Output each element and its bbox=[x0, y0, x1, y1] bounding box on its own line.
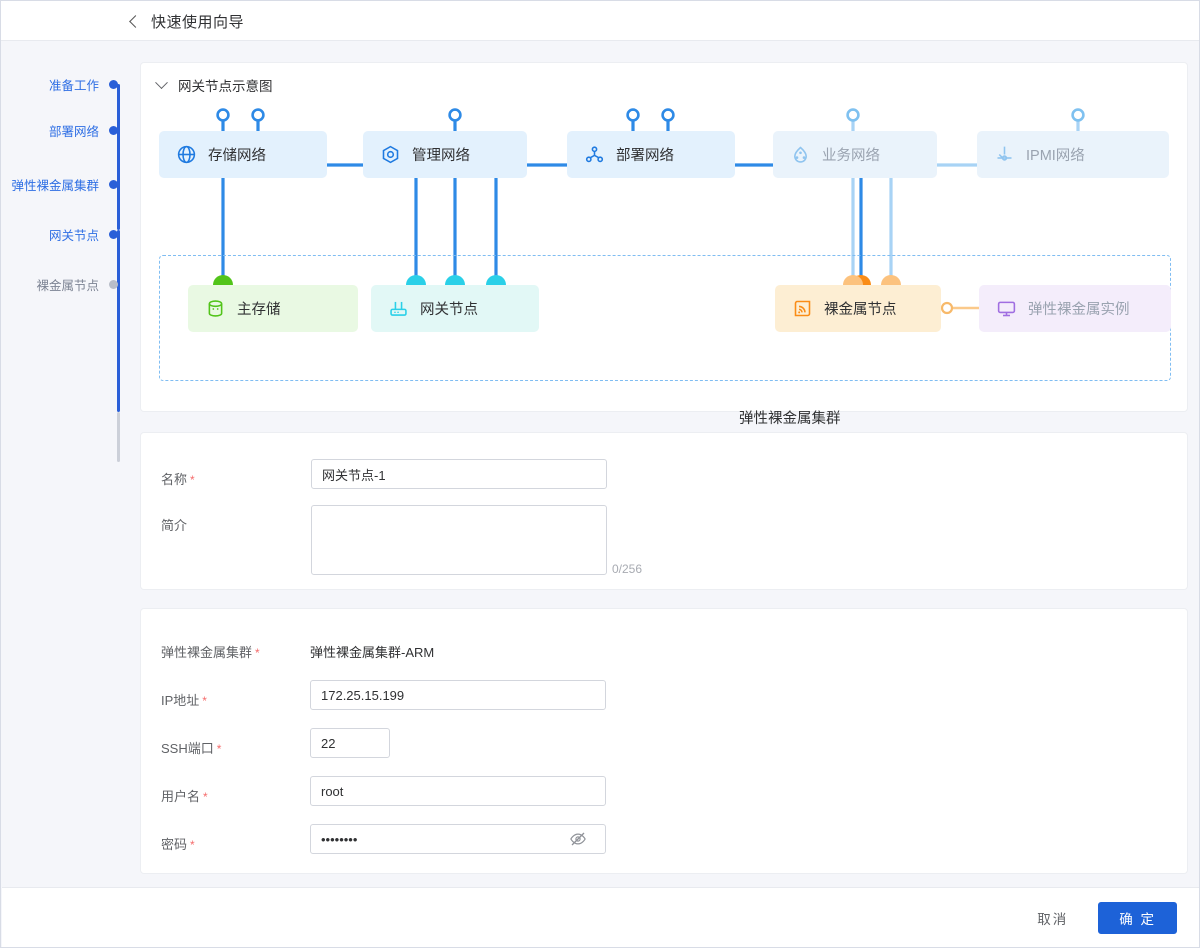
password-input[interactable] bbox=[310, 824, 606, 854]
page-header: 快速使用向导 bbox=[1, 1, 1199, 41]
target-icon bbox=[380, 144, 401, 165]
step-dot-icon bbox=[109, 79, 118, 89]
ssh-port-field-label: SSH端口* bbox=[161, 741, 222, 756]
diagram-panel: 网关节点示意图 bbox=[141, 63, 1187, 427]
required-marker: * bbox=[202, 694, 207, 708]
network-box-deploy[interactable]: 部署网络 bbox=[567, 131, 735, 178]
step-item-gateway-node[interactable]: 网关节点 bbox=[1, 224, 131, 244]
node-box-bare-metal[interactable]: 裸金属节点 bbox=[775, 285, 941, 332]
cancel-button[interactable]: 取消 bbox=[1023, 902, 1082, 934]
cluster-field-label: 弹性裸金属集群* bbox=[161, 645, 260, 660]
monitor-icon bbox=[996, 298, 1017, 319]
signal-icon bbox=[792, 298, 813, 319]
description-textarea[interactable] bbox=[311, 505, 607, 575]
cluster-value: 弹性裸金属集群-ARM bbox=[310, 645, 435, 660]
required-marker: * bbox=[216, 742, 222, 756]
ipmi-probe-icon bbox=[994, 144, 1015, 165]
step-dot-icon bbox=[109, 229, 118, 239]
network-label: 管理网络 bbox=[412, 148, 470, 164]
router-icon bbox=[388, 298, 409, 319]
node-box-primary-storage[interactable]: 主存储 bbox=[188, 285, 358, 332]
confirm-button[interactable]: 确 定 bbox=[1098, 901, 1177, 934]
page-title: 快速使用向导 bbox=[151, 13, 245, 31]
network-box-storage[interactable]: 存储网络 bbox=[159, 131, 327, 178]
node-label: 裸金属节点 bbox=[824, 302, 897, 318]
network-label: 部署网络 bbox=[616, 148, 674, 164]
node-label: 弹性裸金属实例 bbox=[1028, 302, 1130, 318]
connection-panel: 弹性裸金属集群* 弹性裸金属集群-ARM IP地址* SSH端口* 用户名* 密… bbox=[141, 609, 1187, 873]
back-button[interactable]: 快速使用向导 bbox=[129, 1, 245, 41]
description-field-label: 简介 bbox=[161, 518, 188, 533]
required-marker: * bbox=[190, 473, 195, 487]
diagram-collapse-toggle[interactable]: 网关节点示意图 bbox=[155, 75, 273, 95]
step-rail: 准备工作 部署网络 弹性裸金属集群 网关节点 裸金属节点 bbox=[1, 42, 131, 902]
description-char-counter: 0/256 bbox=[612, 562, 643, 576]
network-label: 业务网络 bbox=[822, 148, 880, 164]
step-item-bare-metal-cluster[interactable]: 弹性裸金属集群 bbox=[1, 174, 131, 194]
step-label: 准备工作 bbox=[48, 78, 99, 93]
step-connector-active-1 bbox=[117, 84, 120, 230]
share-nodes-icon bbox=[584, 144, 605, 165]
name-field-label: 名称* bbox=[161, 472, 195, 487]
network-label: 存储网络 bbox=[208, 148, 266, 164]
node-label: 网关节点 bbox=[420, 302, 478, 318]
cluster-caption: 弹性裸金属集群 bbox=[739, 411, 841, 427]
step-label: 裸金属节点 bbox=[36, 278, 99, 293]
required-marker: * bbox=[255, 646, 260, 660]
step-connector-active-2 bbox=[117, 230, 120, 412]
chevron-left-icon bbox=[129, 14, 142, 28]
node-box-bare-metal-instance[interactable]: 弹性裸金属实例 bbox=[979, 285, 1171, 332]
ssh-port-input[interactable] bbox=[310, 728, 390, 758]
step-item-deploy-network[interactable]: 部署网络 bbox=[1, 120, 131, 140]
username-input[interactable] bbox=[310, 776, 606, 806]
step-label: 部署网络 bbox=[48, 124, 99, 139]
dialog-footer: 取消 确 定 bbox=[2, 887, 1199, 947]
ip-field-label: IP地址* bbox=[161, 693, 207, 708]
step-label: 网关节点 bbox=[48, 228, 99, 243]
step-item-bare-metal-node[interactable]: 裸金属节点 bbox=[1, 274, 131, 294]
basic-info-panel: 名称* 简介 0/256 bbox=[141, 433, 1187, 589]
network-box-business[interactable]: 业务网络 bbox=[773, 131, 937, 178]
name-input[interactable] bbox=[311, 459, 607, 489]
required-marker: * bbox=[190, 838, 195, 852]
password-field-label: 密码* bbox=[161, 837, 195, 852]
eye-slash-icon[interactable] bbox=[569, 830, 587, 848]
username-field-label: 用户名* bbox=[161, 789, 208, 804]
globe-icon bbox=[176, 144, 197, 165]
diagram-title: 网关节点示意图 bbox=[178, 79, 273, 94]
step-connector-inactive bbox=[117, 412, 120, 462]
cloud-nodes-icon bbox=[790, 144, 811, 165]
node-label: 主存储 bbox=[237, 302, 281, 318]
network-box-management[interactable]: 管理网络 bbox=[363, 131, 527, 178]
step-item-preparation[interactable]: 准备工作 bbox=[1, 74, 131, 94]
step-label: 弹性裸金属集群 bbox=[11, 178, 99, 193]
node-box-gateway[interactable]: 网关节点 bbox=[371, 285, 539, 332]
network-label: IPMI网络 bbox=[1026, 148, 1085, 164]
step-dot-icon bbox=[109, 279, 118, 289]
network-topology-diagram: 存储网络 管理网络 bbox=[141, 63, 1187, 411]
step-dot-icon bbox=[109, 125, 118, 135]
ip-address-input[interactable] bbox=[310, 680, 606, 710]
network-box-ipmi[interactable]: IPMI网络 bbox=[977, 131, 1169, 178]
required-marker: * bbox=[203, 790, 208, 804]
database-icon bbox=[205, 298, 226, 319]
step-dot-icon bbox=[109, 179, 118, 189]
